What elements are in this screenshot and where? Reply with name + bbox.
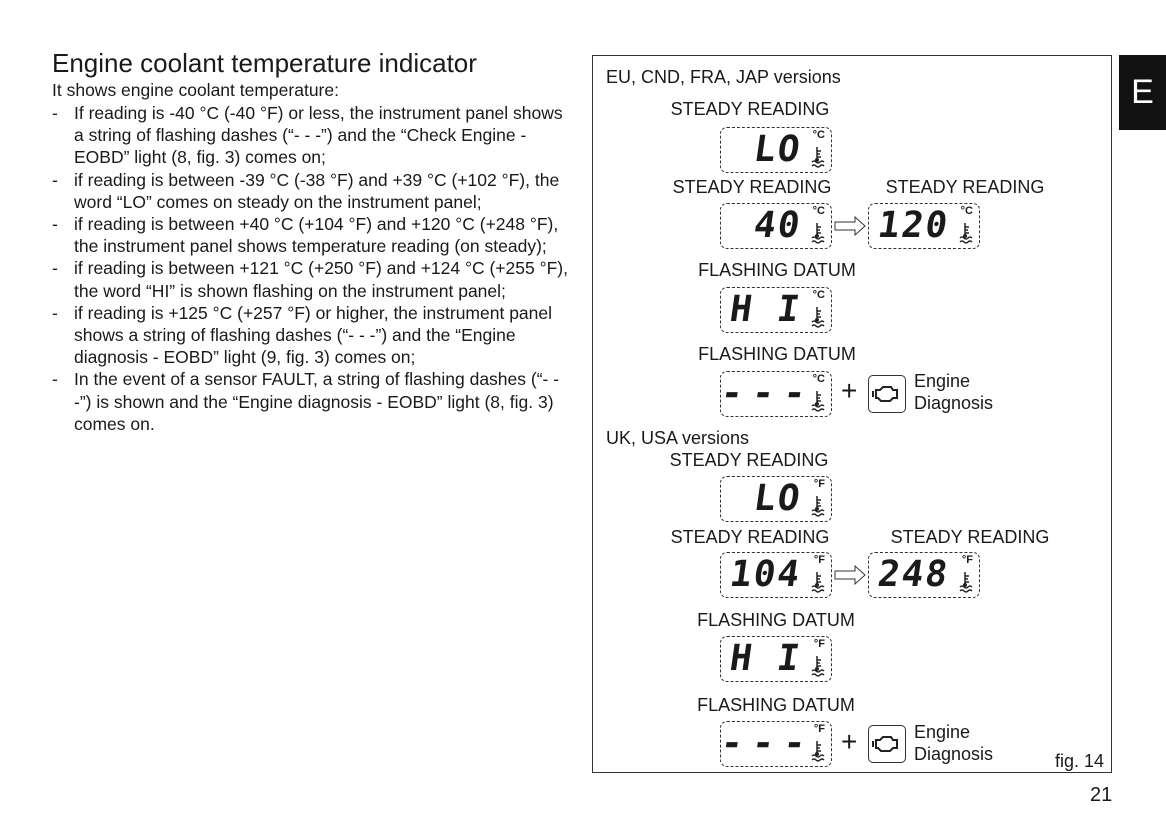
display-label: STEADY READING	[890, 527, 1050, 547]
display-value: LO	[750, 129, 804, 170]
display-value: 120	[875, 205, 952, 246]
coolant-thermometer-icon	[811, 496, 825, 517]
unit-label: °C	[812, 129, 825, 141]
display-label: FLASHING DATUM	[697, 610, 855, 630]
engine-label-line: Diagnosis	[914, 744, 994, 764]
display-label: STEADY READING	[669, 450, 829, 470]
lcd-display: LO °F	[720, 476, 832, 522]
eu-versions-heading: EU, CND, FRA, JAP versions	[606, 67, 841, 87]
lcd-display: 104 °F	[720, 552, 832, 598]
engine-label-line: Engine	[914, 371, 971, 391]
unit-label: °C	[812, 205, 825, 217]
display-value: - - -	[717, 373, 802, 414]
display-value: 104	[727, 554, 804, 595]
coolant-thermometer-icon	[811, 307, 825, 328]
lcd-display: LO °C	[720, 127, 832, 173]
plus-sign: +	[841, 726, 858, 757]
coolant-thermometer-icon	[811, 223, 825, 244]
unit-label: °F	[813, 554, 825, 566]
coolant-thermometer-icon	[811, 147, 825, 168]
plus-sign: +	[841, 375, 858, 406]
display-value: H I	[727, 638, 804, 679]
display-label: STEADY READING	[672, 177, 832, 197]
unit-label: °C	[812, 289, 825, 301]
unit-label: °C	[960, 205, 973, 217]
arrow-right-icon	[834, 565, 866, 585]
display-label: FLASHING DATUM	[698, 260, 856, 280]
check-engine-icon	[872, 386, 898, 402]
lcd-display: - - - °F	[717, 721, 832, 767]
display-value: - - -	[717, 723, 802, 764]
section-tab: E	[1119, 55, 1166, 130]
unit-label: °C	[812, 373, 825, 385]
coolant-thermometer-icon	[959, 223, 973, 244]
unit-label: °F	[961, 554, 973, 566]
lcd-display: - - - °C	[717, 371, 832, 417]
display-label: FLASHING DATUM	[698, 344, 856, 364]
lcd-display: 248 °F	[868, 552, 980, 598]
display-value: LO	[750, 478, 804, 519]
condition-list: If reading is -40 °C (-40 °F) or less, t…	[52, 102, 572, 435]
check-engine-icon	[872, 736, 898, 752]
engine-label-line: Engine	[914, 722, 971, 742]
lcd-display: H I °F	[720, 636, 832, 682]
coolant-thermometer-icon	[959, 572, 973, 593]
list-item: if reading is between +40 °C (+104 °F) a…	[52, 213, 572, 257]
coolant-thermometer-icon	[811, 741, 825, 762]
page-title: Engine coolant temperature indicator	[52, 48, 477, 78]
figure-caption: fig. 14	[1055, 751, 1105, 771]
display-value: 40	[750, 205, 804, 246]
display-label: FLASHING DATUM	[697, 695, 855, 715]
display-label: STEADY READING	[885, 177, 1045, 197]
coolant-thermometer-icon	[811, 391, 825, 412]
intro-text: It shows engine coolant temperature:	[52, 80, 339, 100]
arrow-right-icon	[834, 216, 866, 236]
list-item: if reading is between +121 °C (+250 °F) …	[52, 257, 572, 301]
lcd-display: 40 °C	[720, 203, 832, 249]
engine-label-line: Diagnosis	[914, 393, 994, 413]
list-item: In the event of a sensor FAULT, a string…	[52, 368, 572, 435]
figure-frame	[592, 55, 1112, 773]
coolant-thermometer-icon	[811, 572, 825, 593]
list-item: If reading is -40 °C (-40 °F) or less, t…	[52, 102, 572, 169]
display-value: 248	[875, 554, 952, 595]
unit-label: °F	[813, 723, 825, 735]
list-item: if reading is +125 °C (+257 °F) or highe…	[52, 302, 572, 369]
uk-versions-heading: UK, USA versions	[606, 428, 750, 448]
unit-label: °F	[813, 638, 825, 650]
engine-diagnosis-light	[868, 375, 906, 413]
display-value: H I	[727, 289, 804, 330]
lcd-display: H I °C	[720, 287, 832, 333]
coolant-thermometer-icon	[811, 656, 825, 677]
lcd-display: 120 °C	[868, 203, 980, 249]
page-number: 21	[1090, 784, 1113, 806]
unit-label: °F	[813, 478, 825, 490]
list-item: if reading is between -39 °C (-38 °F) an…	[52, 169, 572, 213]
engine-diagnosis-light	[868, 725, 906, 763]
display-label: STEADY READING	[670, 527, 830, 547]
display-label: STEADY READING	[670, 99, 830, 119]
